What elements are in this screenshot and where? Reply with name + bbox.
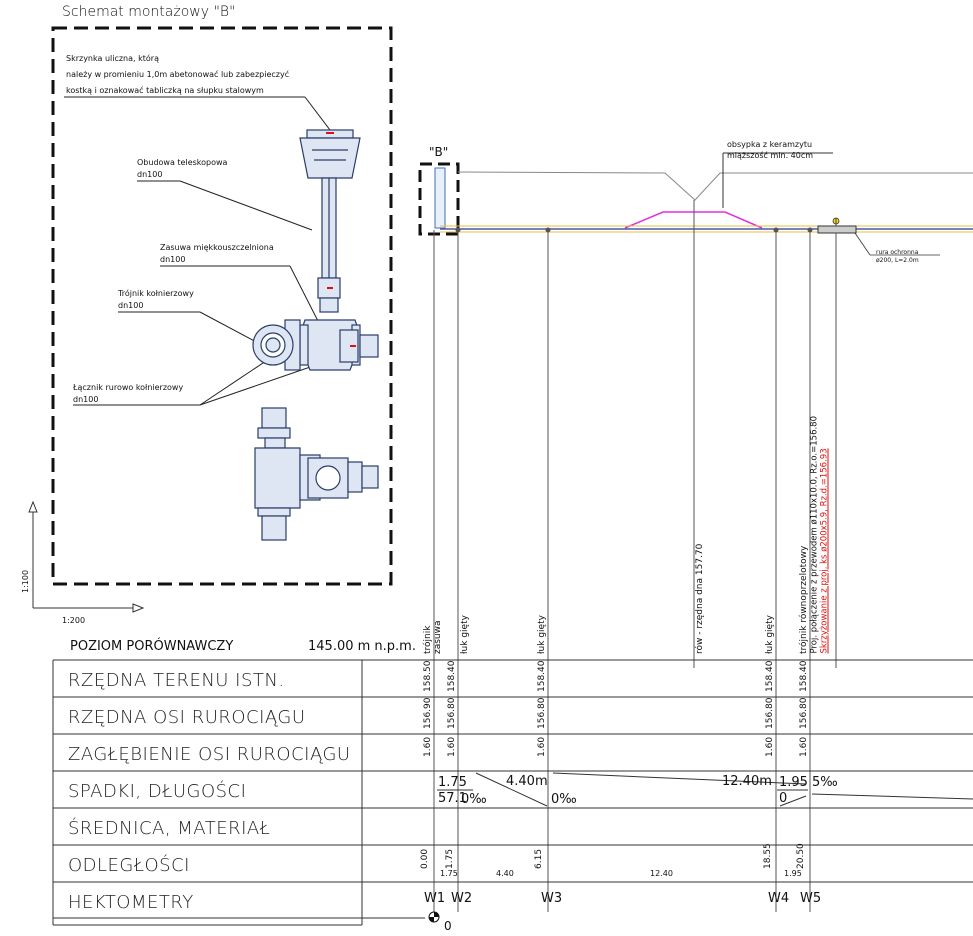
note-row: rów - rzędna dna 157.70 <box>695 543 705 654</box>
leader-lines <box>64 96 346 406</box>
schematic-title: Schemat montażowy "B" <box>62 4 236 20</box>
pipeline <box>440 217 973 256</box>
note-w4: łuk gięty <box>765 615 775 654</box>
label-trojnik: Trójnik kołnierzowy <box>118 289 194 298</box>
row-label-distances: ODLEGŁOŚCI <box>68 855 190 876</box>
label-obudowa-dn: dn100 <box>137 170 163 179</box>
table-grid <box>52 659 973 926</box>
dist-cum-w2: 1.75 <box>445 848 455 869</box>
label-zasuwa-dn: dn100 <box>160 255 186 264</box>
origin-label: 0 <box>444 919 452 933</box>
origin-marker <box>428 911 440 923</box>
rura-line-2: ø200, L=2.0m <box>876 257 919 264</box>
slope-1-length: 1.75 <box>438 775 467 790</box>
hecto-w5: W5 <box>800 891 822 906</box>
obsypka-line-1: obsypka z keramzytu <box>727 140 813 149</box>
depth-w4: 1.60 <box>765 736 775 757</box>
slope-3-value: 0‰ <box>551 792 577 807</box>
hecto-w1: W1 <box>424 891 446 906</box>
note-w1-zasuwa: zasuwa <box>433 620 443 654</box>
marker-b-box <box>418 162 460 236</box>
dist-seg-1: 1.75 <box>440 869 458 878</box>
axis-w1: 156.90 <box>423 697 433 730</box>
note-w5-skrzyzowanie: Skrzyżowanie z proj. ks ø200x5.9, Rz.d.=… <box>819 448 830 654</box>
note-w2: łuk gięty <box>460 615 470 654</box>
row-label-slopes: SPADKI, DŁUGOŚCI <box>68 781 247 802</box>
axis-w4: 156.80 <box>765 697 775 730</box>
rura-line-1: rura ochronna <box>876 249 919 256</box>
row-label-hectometers: HEKTOMETRY <box>68 892 194 913</box>
label-zasuwa: Zasuwa miękkouszczelniona <box>160 243 274 252</box>
scale-horizontal: 1:200 <box>62 616 86 625</box>
terrain-w4: 158.40 <box>765 660 775 693</box>
obsypka-line-2: miąższość min. 40cm <box>727 151 814 160</box>
depth-w3: 1.60 <box>537 736 547 757</box>
axis-w2: 156.80 <box>447 697 457 730</box>
label-trojnik-dn: dn100 <box>118 301 144 310</box>
scale-arrows <box>28 500 145 613</box>
note-w1-trojnik: trójnik <box>423 625 433 654</box>
slope-2-length: 4.40m <box>506 774 548 789</box>
slope-1-value: 57.1 <box>438 791 467 806</box>
terrain-w2: 158.40 <box>447 660 457 693</box>
datum-value: 145.00 m n.p.m. <box>308 639 416 654</box>
depth-w1: 1.60 <box>423 736 433 757</box>
row-label-axis: RZĘDNA OSI RUROCIĄGU <box>68 707 306 728</box>
schematic-frame <box>51 26 393 586</box>
terrain-w5: 158.40 <box>799 660 809 693</box>
hecto-w3: W3 <box>541 891 563 906</box>
scale-vertical: 1:100 <box>21 569 30 593</box>
dist-seg-2: 4.40 <box>496 869 514 878</box>
slope-5-value: 5‰ <box>812 775 838 790</box>
terrain-w3: 158.40 <box>537 660 547 693</box>
dist-seg-4: 1.95 <box>784 869 802 878</box>
hecto-w2: W2 <box>451 891 473 906</box>
label-lacznik: Łącznik rurowo kołnierzowy <box>73 383 184 392</box>
plan-assembly <box>254 407 379 541</box>
axis-w3: 156.80 <box>537 697 547 730</box>
slope-lines <box>437 772 973 807</box>
dist-cum-w5: 20.50 <box>796 843 806 869</box>
note-w5-trojnik: trójnik równoprzelotowy <box>799 545 809 654</box>
terrain-w1: 158.50 <box>423 660 433 693</box>
row-label-diameter: ŚREDNICA, MATERIAŁ <box>68 818 271 839</box>
dist-cum-w1: 0.00 <box>420 848 430 869</box>
slope-3-length: 12.40m <box>722 774 772 789</box>
row-label-terrain: RZĘDNA TERENU ISTN. <box>68 670 285 691</box>
red-marks <box>326 132 356 347</box>
depth-w2: 1.60 <box>447 736 457 757</box>
slope-2-value: 0‰ <box>461 792 487 807</box>
hecto-w4: W4 <box>768 891 790 906</box>
note-w5-polaczenie: Proj. połączenie z przewodem ø110x10.0, … <box>809 416 820 654</box>
note-line-1: Skrzynka uliczna, którą <box>66 54 159 63</box>
station-lines <box>433 200 837 912</box>
note-w3: łuk gięty <box>537 615 547 654</box>
depth-w5: 1.60 <box>799 736 809 757</box>
label-obudowa: Obudowa teleskopowa <box>137 158 228 167</box>
slope-4-value: 0 <box>779 791 788 806</box>
dist-seg-3: 12.40 <box>650 869 673 878</box>
label-lacznik-dn: dn100 <box>73 395 99 404</box>
dist-cum-w4: 18.55 <box>763 843 773 869</box>
note-line-2: należy w promieniu 1,0m abetonować lub z… <box>66 70 290 79</box>
note-line-3: kostką i oznakować tabliczką na słupku s… <box>66 86 264 95</box>
slope-4-length: 1.95 <box>779 775 808 790</box>
axis-w5: 156.80 <box>799 697 809 730</box>
marker-b-label: "B" <box>429 145 449 159</box>
datum-label: POZIOM PORÓWNAWCZY <box>70 639 234 654</box>
row-label-depth: ZAGŁĘBIENIE OSI RUROCIĄGU <box>68 744 351 765</box>
ground-line <box>457 171 973 201</box>
dist-cum-w3: 6.15 <box>534 848 544 869</box>
